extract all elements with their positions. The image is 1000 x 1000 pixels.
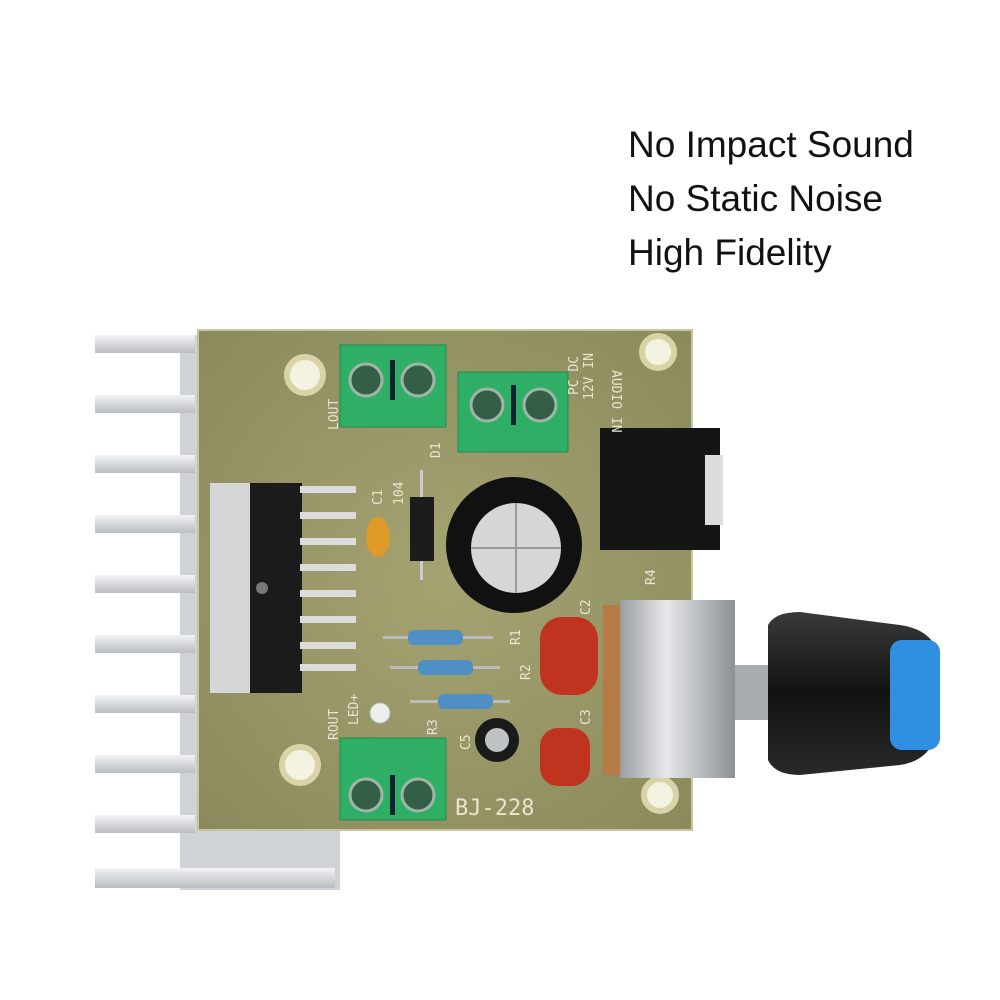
small-capacitor — [475, 718, 519, 762]
power-voltage-label: 12V IN — [582, 353, 597, 400]
feature-item: No Impact Sound — [628, 124, 914, 165]
r3-label: R3 — [426, 719, 441, 735]
resistors — [383, 630, 510, 709]
c2-label: C2 — [579, 599, 594, 615]
diode — [410, 470, 434, 580]
d1-label: D1 — [429, 442, 444, 458]
terminal-block-lout[interactable] — [339, 344, 447, 428]
led — [369, 702, 391, 724]
c5-label: C5 — [459, 734, 474, 750]
terminal-block-rout[interactable] — [339, 737, 447, 821]
film-capacitor-c3 — [540, 728, 590, 786]
feature-item: No Static Noise — [628, 178, 883, 219]
amplifier-ic — [210, 483, 356, 693]
mounting-hole — [279, 333, 679, 814]
r1-label: R1 — [509, 629, 524, 645]
power-label: PC DC — [567, 356, 582, 395]
silkscreen-labels: BJ-228 LOUT ROUT D1 C1 104 PC DC 12V IN … — [327, 353, 659, 821]
lout-label: LOUT — [327, 399, 342, 430]
volume-potentiometer[interactable] — [603, 600, 770, 778]
rout-label: ROUT — [327, 709, 342, 740]
feature-item: High Fidelity — [628, 232, 832, 273]
audio-in-label: AUDIO IN — [608, 370, 623, 433]
r4-label: R4 — [644, 569, 659, 585]
audio-jack[interactable] — [600, 428, 723, 550]
feature-list: No Impact Sound No Static Noise High Fid… — [628, 118, 914, 280]
film-capacitor-c2 — [540, 617, 598, 695]
c1-value-label: 104 — [392, 481, 407, 505]
electrolytic-capacitor — [446, 477, 582, 613]
c3-label: C3 — [579, 709, 594, 725]
terminal-block-power[interactable] — [457, 371, 569, 453]
knob-blue-cap — [890, 640, 940, 750]
led-label: LED+ — [347, 694, 362, 725]
r2-label: R2 — [519, 664, 534, 680]
board-model-label: BJ-228 — [455, 796, 534, 821]
ceramic-capacitor — [366, 517, 390, 557]
volume-knob[interactable] — [768, 612, 940, 775]
c1-label: C1 — [371, 489, 386, 505]
